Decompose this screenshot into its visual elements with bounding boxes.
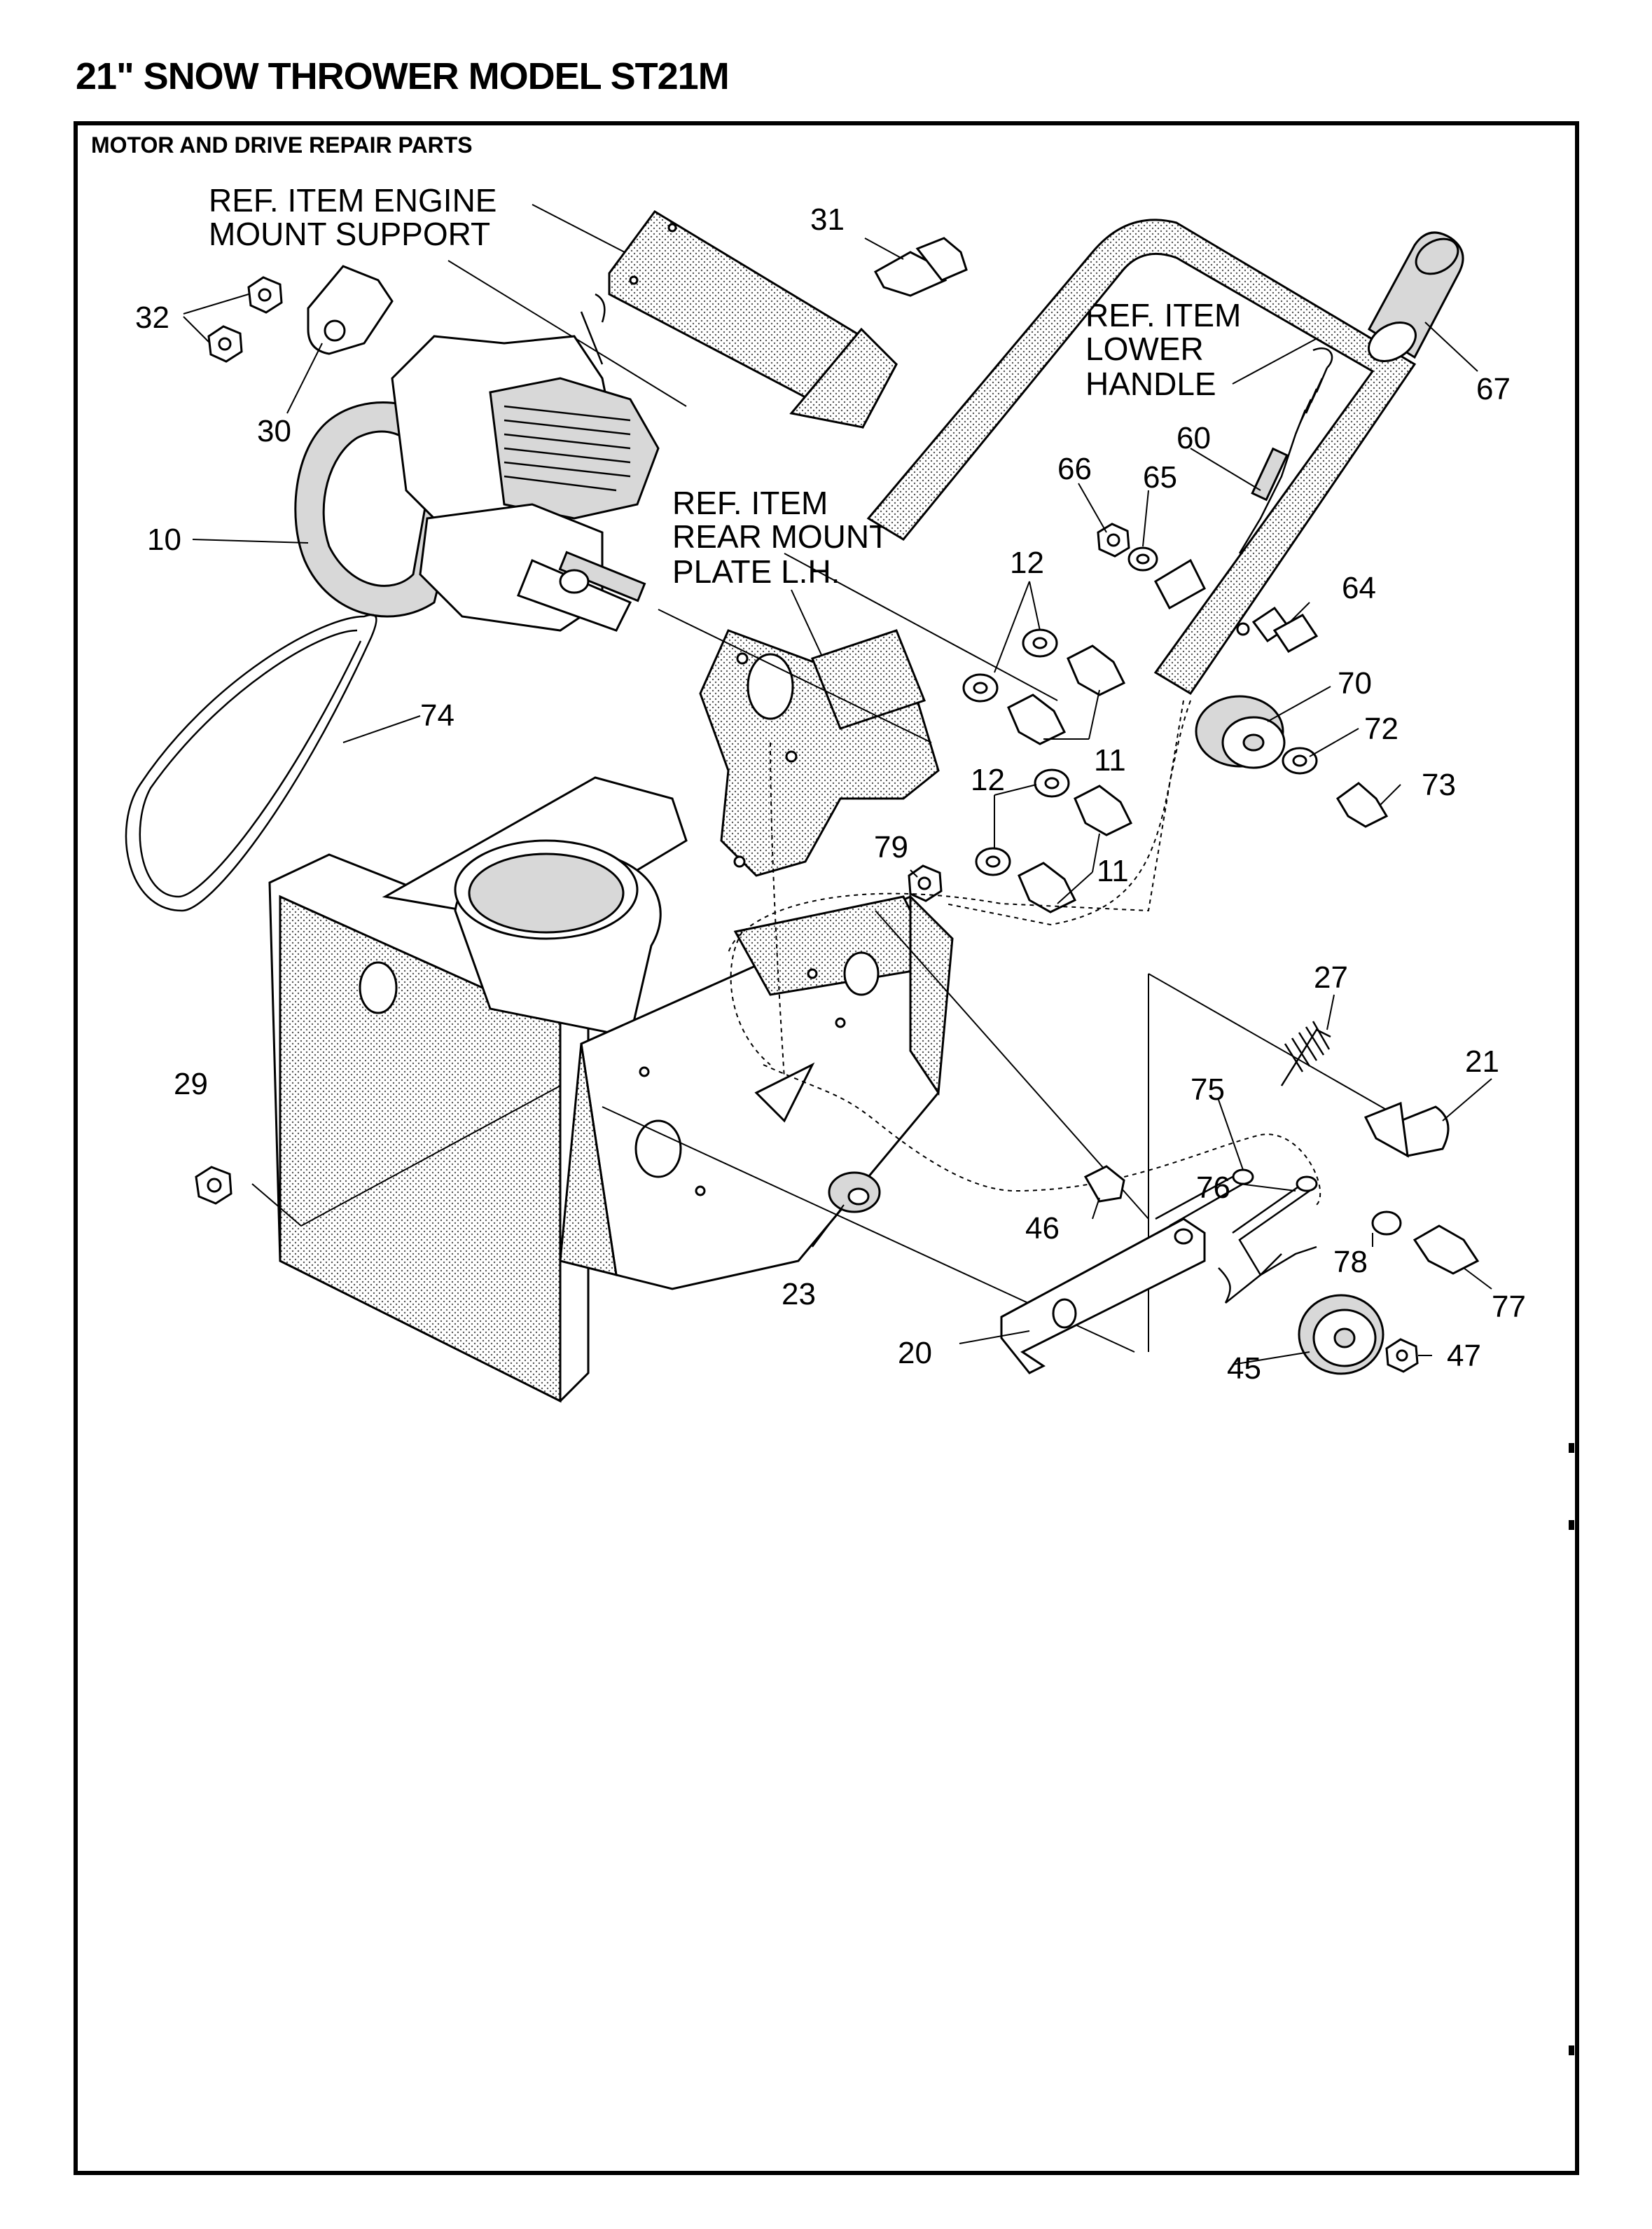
handle-grip bbox=[1368, 231, 1464, 362]
rear-mount-plate bbox=[699, 629, 940, 877]
callout-60: 60 bbox=[1176, 421, 1211, 455]
callout-12-lower: 12 bbox=[971, 763, 1005, 797]
bushing-23 bbox=[828, 1171, 881, 1213]
link-76 bbox=[1232, 1180, 1313, 1277]
callout-65: 65 bbox=[1143, 460, 1177, 495]
frame-tick bbox=[1569, 1443, 1574, 1453]
callout-73: 73 bbox=[1422, 768, 1456, 802]
callout-30: 30 bbox=[257, 414, 291, 448]
bolt-11-upper bbox=[1007, 644, 1126, 745]
ref-label-engine-mount-support: REF. ITEM ENGINE MOUNT SUPPORT bbox=[209, 182, 497, 252]
diagram-frame bbox=[74, 121, 1579, 2175]
ref-label-line: REAR MOUNT bbox=[672, 518, 889, 555]
page-title: 21" SNOW THROWER MODEL ST21M bbox=[76, 55, 730, 97]
bolt-64 bbox=[1251, 606, 1319, 653]
engine bbox=[294, 293, 660, 632]
callout-70: 70 bbox=[1338, 666, 1372, 701]
hex-nut-29 bbox=[195, 1166, 232, 1205]
washer-77 bbox=[1371, 1210, 1402, 1236]
ref-label-line: REF. ITEM ENGINE bbox=[209, 182, 497, 219]
washer-72 bbox=[1282, 747, 1318, 775]
washer-12-upper bbox=[962, 628, 1058, 703]
ref-label-line: REF. ITEM bbox=[1085, 297, 1241, 333]
hex-nut-66 bbox=[1097, 523, 1130, 558]
callout-77: 77 bbox=[1492, 1290, 1526, 1324]
callout-21: 21 bbox=[1465, 1044, 1499, 1079]
frame-tick bbox=[1569, 1520, 1574, 1530]
bracket-30 bbox=[307, 265, 394, 355]
callout-76: 76 bbox=[1196, 1171, 1230, 1205]
ref-label-lower-handle: REF. ITEM LOWER HANDLE bbox=[1085, 297, 1241, 402]
ref-label-line: HANDLE bbox=[1085, 366, 1216, 402]
callouts: 31 32 30 10 67 60 66 65 12 64 70 72 73 1… bbox=[135, 202, 1526, 1386]
callout-10: 10 bbox=[147, 523, 181, 557]
callout-20: 20 bbox=[898, 1336, 932, 1370]
rod-78 bbox=[1218, 1245, 1317, 1304]
callout-79: 79 bbox=[874, 830, 908, 864]
washer-65 bbox=[1127, 546, 1158, 572]
callout-32: 32 bbox=[135, 301, 169, 335]
leader-lines bbox=[183, 237, 1492, 1365]
section-title: MOTOR AND DRIVE REPAIR PARTS bbox=[91, 132, 473, 158]
hex-nut-47 bbox=[1385, 1338, 1419, 1373]
callout-78: 78 bbox=[1333, 1245, 1368, 1279]
callout-45: 45 bbox=[1227, 1351, 1261, 1386]
bolt-77 bbox=[1412, 1224, 1480, 1275]
ref-label-line: PLATE L.H. bbox=[672, 553, 840, 590]
engine-mount-support bbox=[608, 210, 898, 429]
torsion-spring-27 bbox=[1280, 1021, 1331, 1086]
ref-label-line: MOUNT SUPPORT bbox=[209, 216, 490, 252]
bolt-31 bbox=[873, 237, 968, 297]
callout-27: 27 bbox=[1314, 960, 1348, 995]
snow-thrower-frame bbox=[268, 776, 954, 1403]
callout-64: 64 bbox=[1342, 571, 1376, 605]
callout-66: 66 bbox=[1057, 452, 1092, 486]
bolt-73 bbox=[1336, 782, 1389, 828]
ref-label-line: LOWER bbox=[1085, 331, 1204, 367]
bolt-11-lower bbox=[1018, 785, 1133, 913]
bushing-70 bbox=[1195, 695, 1286, 769]
callout-75: 75 bbox=[1191, 1072, 1225, 1107]
hex-nut-79 bbox=[908, 864, 943, 902]
hex-nut-32 bbox=[207, 276, 283, 363]
callout-46: 46 bbox=[1025, 1211, 1060, 1245]
carriage-bolt-21 bbox=[1363, 1101, 1450, 1158]
ref-label-line: REF. ITEM bbox=[672, 485, 828, 521]
callout-31: 31 bbox=[810, 202, 845, 237]
control-cable-spring bbox=[1154, 347, 1333, 610]
shoulder-bolt-46 bbox=[1083, 1165, 1125, 1203]
drive-belt bbox=[125, 614, 377, 912]
callout-72: 72 bbox=[1364, 712, 1398, 746]
idler-arm-20 bbox=[1000, 1217, 1206, 1374]
callout-11-upper: 11 bbox=[1094, 743, 1126, 778]
ref-label-rear-mount-plate: REF. ITEM REAR MOUNT PLATE L.H. bbox=[672, 485, 889, 590]
frame-tick bbox=[1569, 2045, 1574, 2055]
lower-handle bbox=[866, 219, 1417, 696]
callout-29: 29 bbox=[174, 1067, 208, 1101]
washer-12-lower bbox=[975, 768, 1070, 876]
callout-74: 74 bbox=[420, 698, 454, 733]
idler-pulley-45 bbox=[1298, 1294, 1384, 1375]
callout-11-lower: 11 bbox=[1097, 854, 1129, 888]
callout-12-upper: 12 bbox=[1010, 546, 1044, 580]
callout-23: 23 bbox=[782, 1277, 816, 1311]
callout-47: 47 bbox=[1447, 1339, 1481, 1373]
callout-67: 67 bbox=[1476, 372, 1511, 406]
